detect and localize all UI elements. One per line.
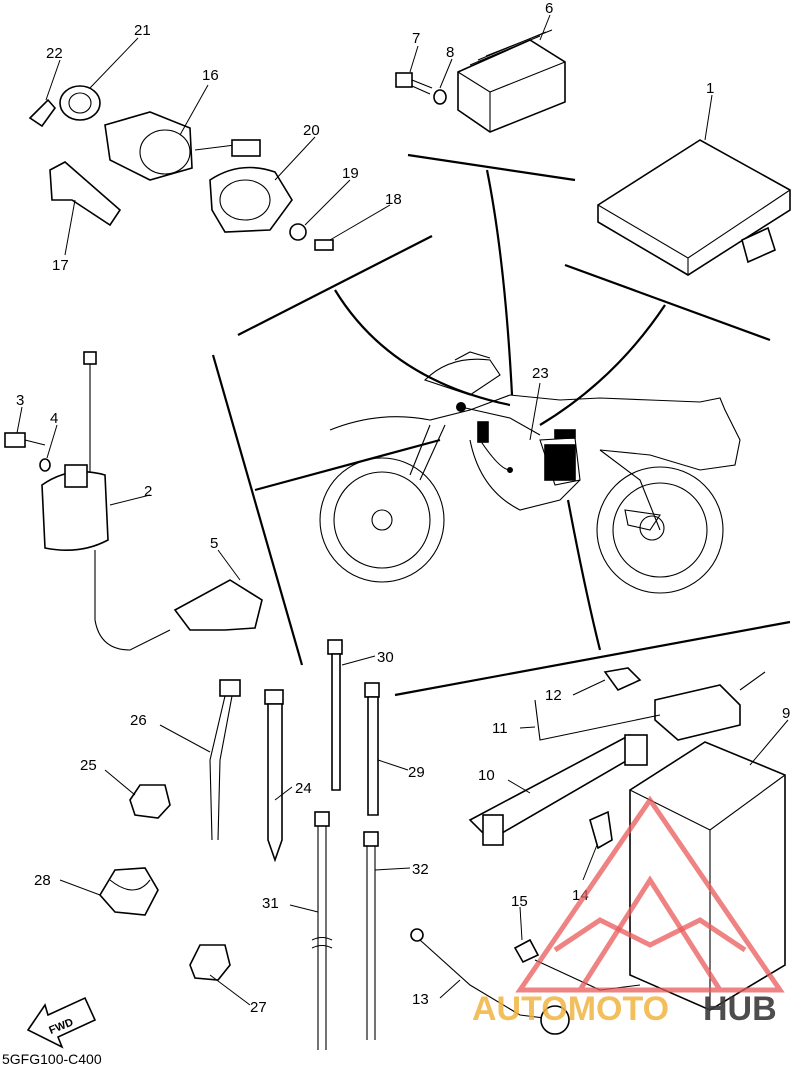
callout-4: 4	[50, 410, 58, 427]
bolt-7-washer-8-parts	[395, 72, 447, 105]
callout-2: 2	[144, 483, 152, 500]
callout-31: 31	[262, 895, 279, 912]
callout-30: 30	[377, 649, 394, 666]
callout-11: 11	[492, 720, 508, 737]
watermark-text-automoto: AUTOMOTO	[472, 990, 669, 1028]
callout-26: 26	[130, 712, 147, 729]
battery-lead-group	[410, 810, 641, 1035]
callout-7: 7	[412, 30, 420, 47]
motorcycle-outline	[319, 351, 741, 594]
callout-8: 8	[446, 44, 454, 61]
callout-19: 19	[342, 165, 359, 182]
drawing-code: 5GFG100-C400	[2, 1051, 102, 1067]
cdi-unit-part	[597, 139, 791, 276]
callout-20: 20	[303, 122, 320, 139]
callout-29: 29	[408, 764, 425, 781]
callout-5: 5	[210, 535, 218, 552]
callout-24: 24	[295, 780, 312, 797]
rectifier-regulator-part	[457, 29, 566, 133]
watermark-logo-mark	[515, 795, 785, 993]
callout-16: 16	[202, 67, 219, 84]
ignition-coil-group	[4, 351, 263, 651]
battery-group	[468, 667, 786, 1011]
main-switch-group	[28, 85, 334, 251]
callout-15: 15	[511, 893, 528, 910]
callout-13: 13	[412, 991, 429, 1008]
clamps-group	[99, 784, 231, 981]
watermark-text-hub: HUB	[703, 990, 777, 1028]
leader-lines	[16, 14, 789, 1006]
callout-22: 22	[46, 45, 63, 62]
callout-21: 21	[134, 22, 151, 39]
callout-28: 28	[34, 872, 51, 889]
callout-3: 3	[16, 392, 24, 409]
fwd-arrow: FWD	[26, 996, 97, 1049]
callout-25: 25	[80, 757, 97, 774]
callout-12: 12	[545, 687, 562, 704]
callout-18: 18	[385, 191, 402, 208]
callout-numbers: 1 2 3 4 5 6 7 8 9 10 11 12 13 14 15 16 1…	[16, 0, 790, 1016]
callout-6: 6	[545, 0, 553, 17]
cable-ties-group	[209, 639, 380, 1050]
callout-17: 17	[52, 257, 69, 274]
watermark: AUTOMOTO HUB	[472, 795, 785, 1028]
callout-27: 27	[250, 999, 267, 1016]
callout-23: 23	[532, 365, 549, 382]
callout-10: 10	[478, 767, 495, 784]
callout-1: 1	[706, 80, 714, 97]
callout-9: 9	[782, 705, 790, 722]
section-dividers	[211, 153, 791, 697]
callout-32: 32	[412, 861, 429, 878]
